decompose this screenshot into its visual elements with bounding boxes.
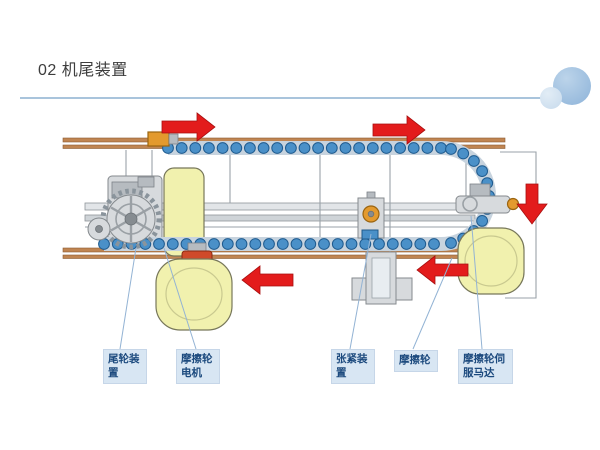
arrow-left-bottom-mid (241, 265, 294, 295)
friction-wheel-right (457, 227, 525, 295)
servo-motor-assembly (455, 183, 520, 214)
label-friction-wheel-motor: 摩擦轮 电机 (176, 349, 220, 385)
label-tension-device: 张紧装 置 (331, 349, 375, 385)
hanging-bracket (351, 251, 413, 305)
label-tail-wheel-device: 尾轮装 置 (103, 349, 147, 385)
arrow-right-top-left (161, 112, 216, 142)
direction-arrows (161, 112, 548, 295)
label-friction-wheel-servo-motor: 摩擦轮伺 服马达 (458, 349, 513, 385)
idler-gear (87, 217, 111, 241)
chain-clamp (147, 131, 179, 147)
tension-device (357, 191, 385, 240)
arrow-right-top-mid (372, 115, 426, 145)
tail-wheel-sprocket (100, 188, 162, 250)
decor-circle-small (540, 87, 562, 109)
page-title: 02 机尾装置 (38, 62, 128, 79)
callout-lines (119, 215, 483, 350)
friction-wheel-bottom (155, 242, 233, 331)
arrow-left-bottom-right (416, 255, 469, 285)
arrow-down-right (516, 183, 548, 225)
title-divider (20, 97, 582, 99)
label-friction-wheel: 摩擦轮 (394, 350, 438, 372)
